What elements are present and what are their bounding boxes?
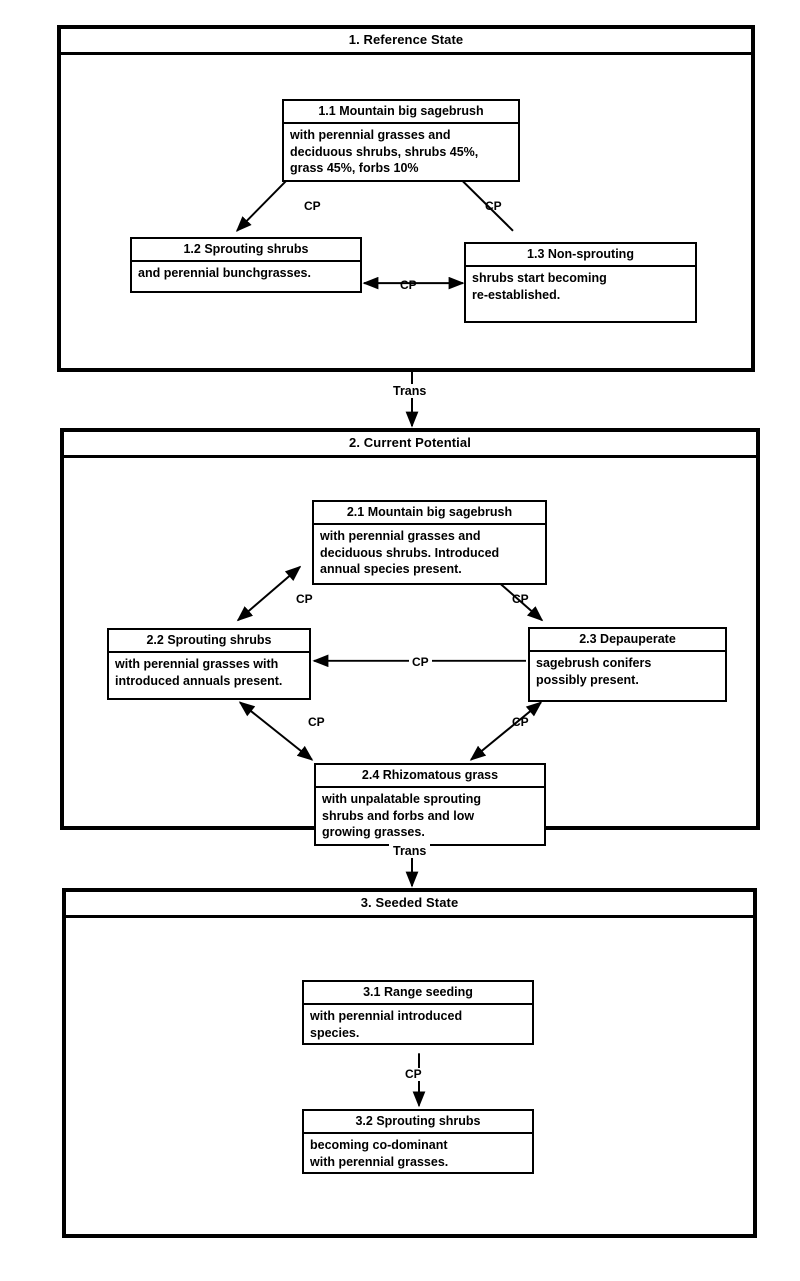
state-title-3: 3. Seeded State	[66, 892, 753, 918]
phase-desc-2-1: with perennial grasses and deciduous shr…	[320, 529, 500, 576]
arrow-2-2-to-2-4	[238, 701, 314, 761]
phase-title-2-1: 2.1 Mountain big sagebrush	[314, 502, 545, 525]
phase-box-1-2: 1.2 Sprouting shrubs and perennial bunch…	[130, 237, 362, 293]
arrow-2-3-to-2-4	[469, 701, 543, 761]
transition-label-1-to-2: Trans	[389, 384, 431, 398]
connector-label-2-1-to-2-2: CP	[296, 592, 313, 606]
state-body-1: 1.1 Mountain big sagebrush with perennia…	[61, 55, 751, 371]
phase-desc-1-1: with perennial grasses and deciduous shr…	[290, 128, 479, 175]
transition-label-2-to-3: Trans	[389, 844, 431, 858]
phase-box-2-1: 2.1 Mountain big sagebrush with perennia…	[312, 500, 547, 585]
phase-title-3-2: 3.2 Sprouting shrubs	[304, 1111, 532, 1134]
phase-box-2-4: 2.4 Rhizomatous grass with unpalatable s…	[314, 763, 546, 846]
arrow-2-1-to-2-2	[236, 565, 302, 622]
phase-desc-2-2: with perennial grasses with introduced a…	[115, 657, 283, 688]
phase-title-1-1: 1.1 Mountain big sagebrush	[284, 101, 518, 124]
phase-box-2-3: 2.3 Depauperate sagebrush conifers possi…	[528, 627, 727, 702]
state-title-1: 1. Reference State	[61, 29, 751, 55]
state-box-reference-state: 1. Reference State 1.1	[57, 25, 755, 372]
phase-box-3-1: 3.1 Range seeding with perennial introdu…	[302, 980, 534, 1045]
phase-desc-2-4: with unpalatable sprouting shrubs and fo…	[322, 792, 482, 839]
phase-box-1-3: 1.3 Non-sprouting shrubs start becoming …	[464, 242, 697, 323]
phase-desc-1-2: and perennial bunchgrasses.	[138, 266, 311, 280]
connector-label-2-2-to-2-4: CP	[308, 715, 325, 729]
state-box-current-potential: 2. Current Potential	[60, 428, 760, 846]
phase-title-2-4: 2.4 Rhizomatous grass	[316, 765, 544, 788]
connector-label-2-3-to-2-4: CP	[512, 715, 529, 729]
state-body-3: 3.1 Range seeding with perennial introdu…	[66, 918, 753, 1237]
phase-box-1-1: 1.1 Mountain big sagebrush with perennia…	[282, 99, 520, 182]
phase-desc-1-3: shrubs start becoming re-established.	[472, 271, 607, 302]
phase-box-2-2: 2.2 Sprouting shrubs with perennial gras…	[107, 628, 311, 700]
phase-desc-2-3: sagebrush conifers possibly present.	[536, 656, 652, 687]
phase-desc-3-2: becoming co-dominant with perennial gras…	[310, 1138, 449, 1169]
state-title-2: 2. Current Potential	[64, 432, 756, 458]
connector-label-2-1-to-2-3: CP	[512, 592, 529, 606]
phase-title-2-2: 2.2 Sprouting shrubs	[109, 630, 309, 653]
state-body-2: 2.1 Mountain big sagebrush with perennia…	[64, 458, 756, 846]
connector-label-1-1-to-1-2: CP	[304, 199, 321, 213]
phase-title-3-1: 3.1 Range seeding	[304, 982, 532, 1005]
phase-desc-3-1: with perennial introduced species.	[310, 1009, 463, 1040]
state-box-seeded-state: 3. Seeded State 3.1 Range seeding with p…	[62, 888, 757, 1238]
phase-box-3-2: 3.2 Sprouting shrubs becoming co-dominan…	[302, 1109, 534, 1174]
phase-title-2-3: 2.3 Depauperate	[530, 629, 725, 652]
connector-label-3-1-to-3-2: CP	[402, 1068, 425, 1081]
phase-title-1-2: 1.2 Sprouting shrubs	[132, 239, 360, 262]
connector-label-1-2-to-1-3: CP	[400, 278, 417, 292]
phase-title-1-3: 1.3 Non-sprouting	[466, 244, 695, 267]
connector-label-2-3-to-2-2: CP	[409, 656, 432, 669]
connector-label-1-3-to-1-1: CP	[485, 199, 502, 213]
